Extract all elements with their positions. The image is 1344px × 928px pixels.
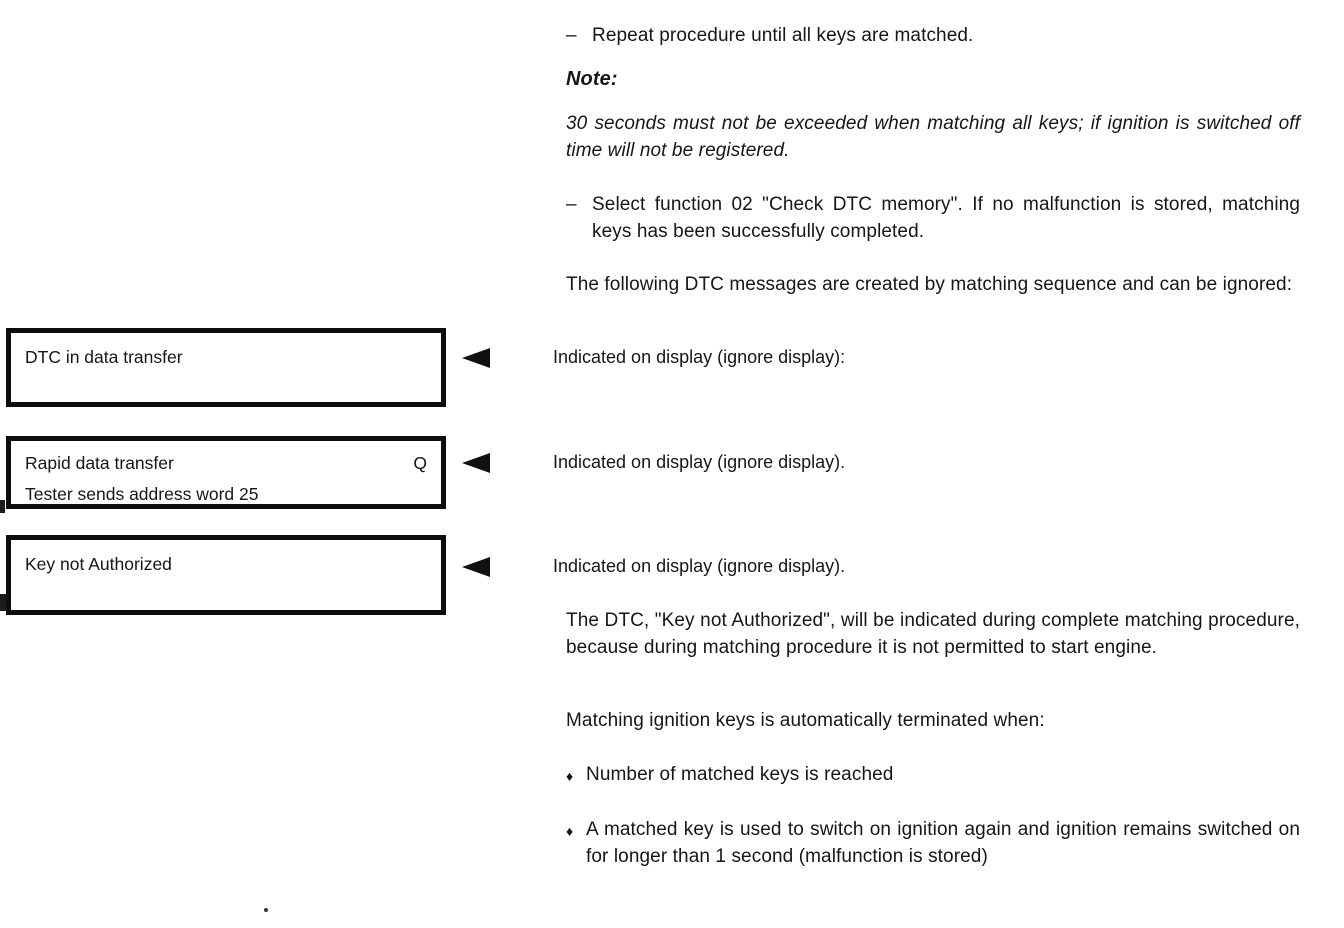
step-select-function: – Select function 02 "Check DTC memory".… bbox=[566, 191, 1300, 245]
callout-text: Indicated on display (ignore display): bbox=[553, 347, 846, 367]
bullet-matched-key-ignition: ♦ A matched key is used to switch on ign… bbox=[566, 816, 1300, 870]
dash-marker: – bbox=[566, 194, 577, 215]
paragraph-dtc-intro: The following DTC messages are created b… bbox=[566, 274, 1293, 295]
tester-display-box-dtc: DTC in data transfer bbox=[6, 328, 446, 407]
dash-marker: – bbox=[566, 25, 577, 46]
display-line: Key not Authorized bbox=[25, 554, 172, 574]
diamond-bullet-icon: ♦ bbox=[566, 823, 574, 839]
bullet-text: Number of matched keys is reached bbox=[586, 764, 894, 785]
left-arrow-icon bbox=[462, 453, 490, 473]
paragraph-key-not-authorized: The DTC, "Key not Authorized", will be i… bbox=[566, 610, 1300, 658]
left-arrow-icon bbox=[462, 557, 490, 577]
callout-text: Indicated on display (ignore display). bbox=[553, 556, 846, 576]
display-line: Tester sends address word 25 bbox=[25, 484, 259, 504]
bullet-text: A matched key is used to switch on ignit… bbox=[586, 819, 1300, 867]
scan-speck bbox=[0, 500, 5, 513]
display-q-indicator: Q bbox=[413, 453, 427, 473]
bullet-number-of-keys: ♦ Number of matched keys is reached bbox=[566, 761, 1300, 790]
scan-speck bbox=[264, 908, 268, 912]
callout-text: Indicated on display (ignore display). bbox=[553, 452, 846, 472]
display-line-text: Rapid data transfer bbox=[25, 453, 174, 473]
left-arrow-icon bbox=[462, 348, 490, 368]
display-line: DTC in data transfer bbox=[25, 347, 183, 367]
callout-row: Indicated on display (ignore display): bbox=[462, 344, 845, 371]
callout-row: Indicated on display (ignore display). bbox=[462, 449, 845, 476]
note-label: Note: bbox=[566, 68, 618, 90]
step-repeat-procedure: – Repeat procedure until all keys are ma… bbox=[566, 22, 1300, 49]
display-line: Rapid data transfer Q bbox=[25, 448, 427, 479]
callout-row: Indicated on display (ignore display). bbox=[462, 553, 845, 580]
tester-display-box-rapid-transfer: Rapid data transfer Q Tester sends addre… bbox=[6, 436, 446, 509]
step-text: Repeat procedure until all keys are matc… bbox=[592, 25, 974, 46]
diamond-bullet-icon: ♦ bbox=[566, 768, 574, 784]
step-text: Select function 02 "Check DTC memory". I… bbox=[592, 194, 1300, 242]
note-body: 30 seconds must not be exceeded when mat… bbox=[566, 113, 1300, 161]
tester-display-box-key-not-authorized: Key not Authorized bbox=[6, 535, 446, 615]
scan-speck bbox=[0, 594, 6, 611]
paragraph-terminated-when: Matching ignition keys is automatically … bbox=[566, 710, 1045, 731]
